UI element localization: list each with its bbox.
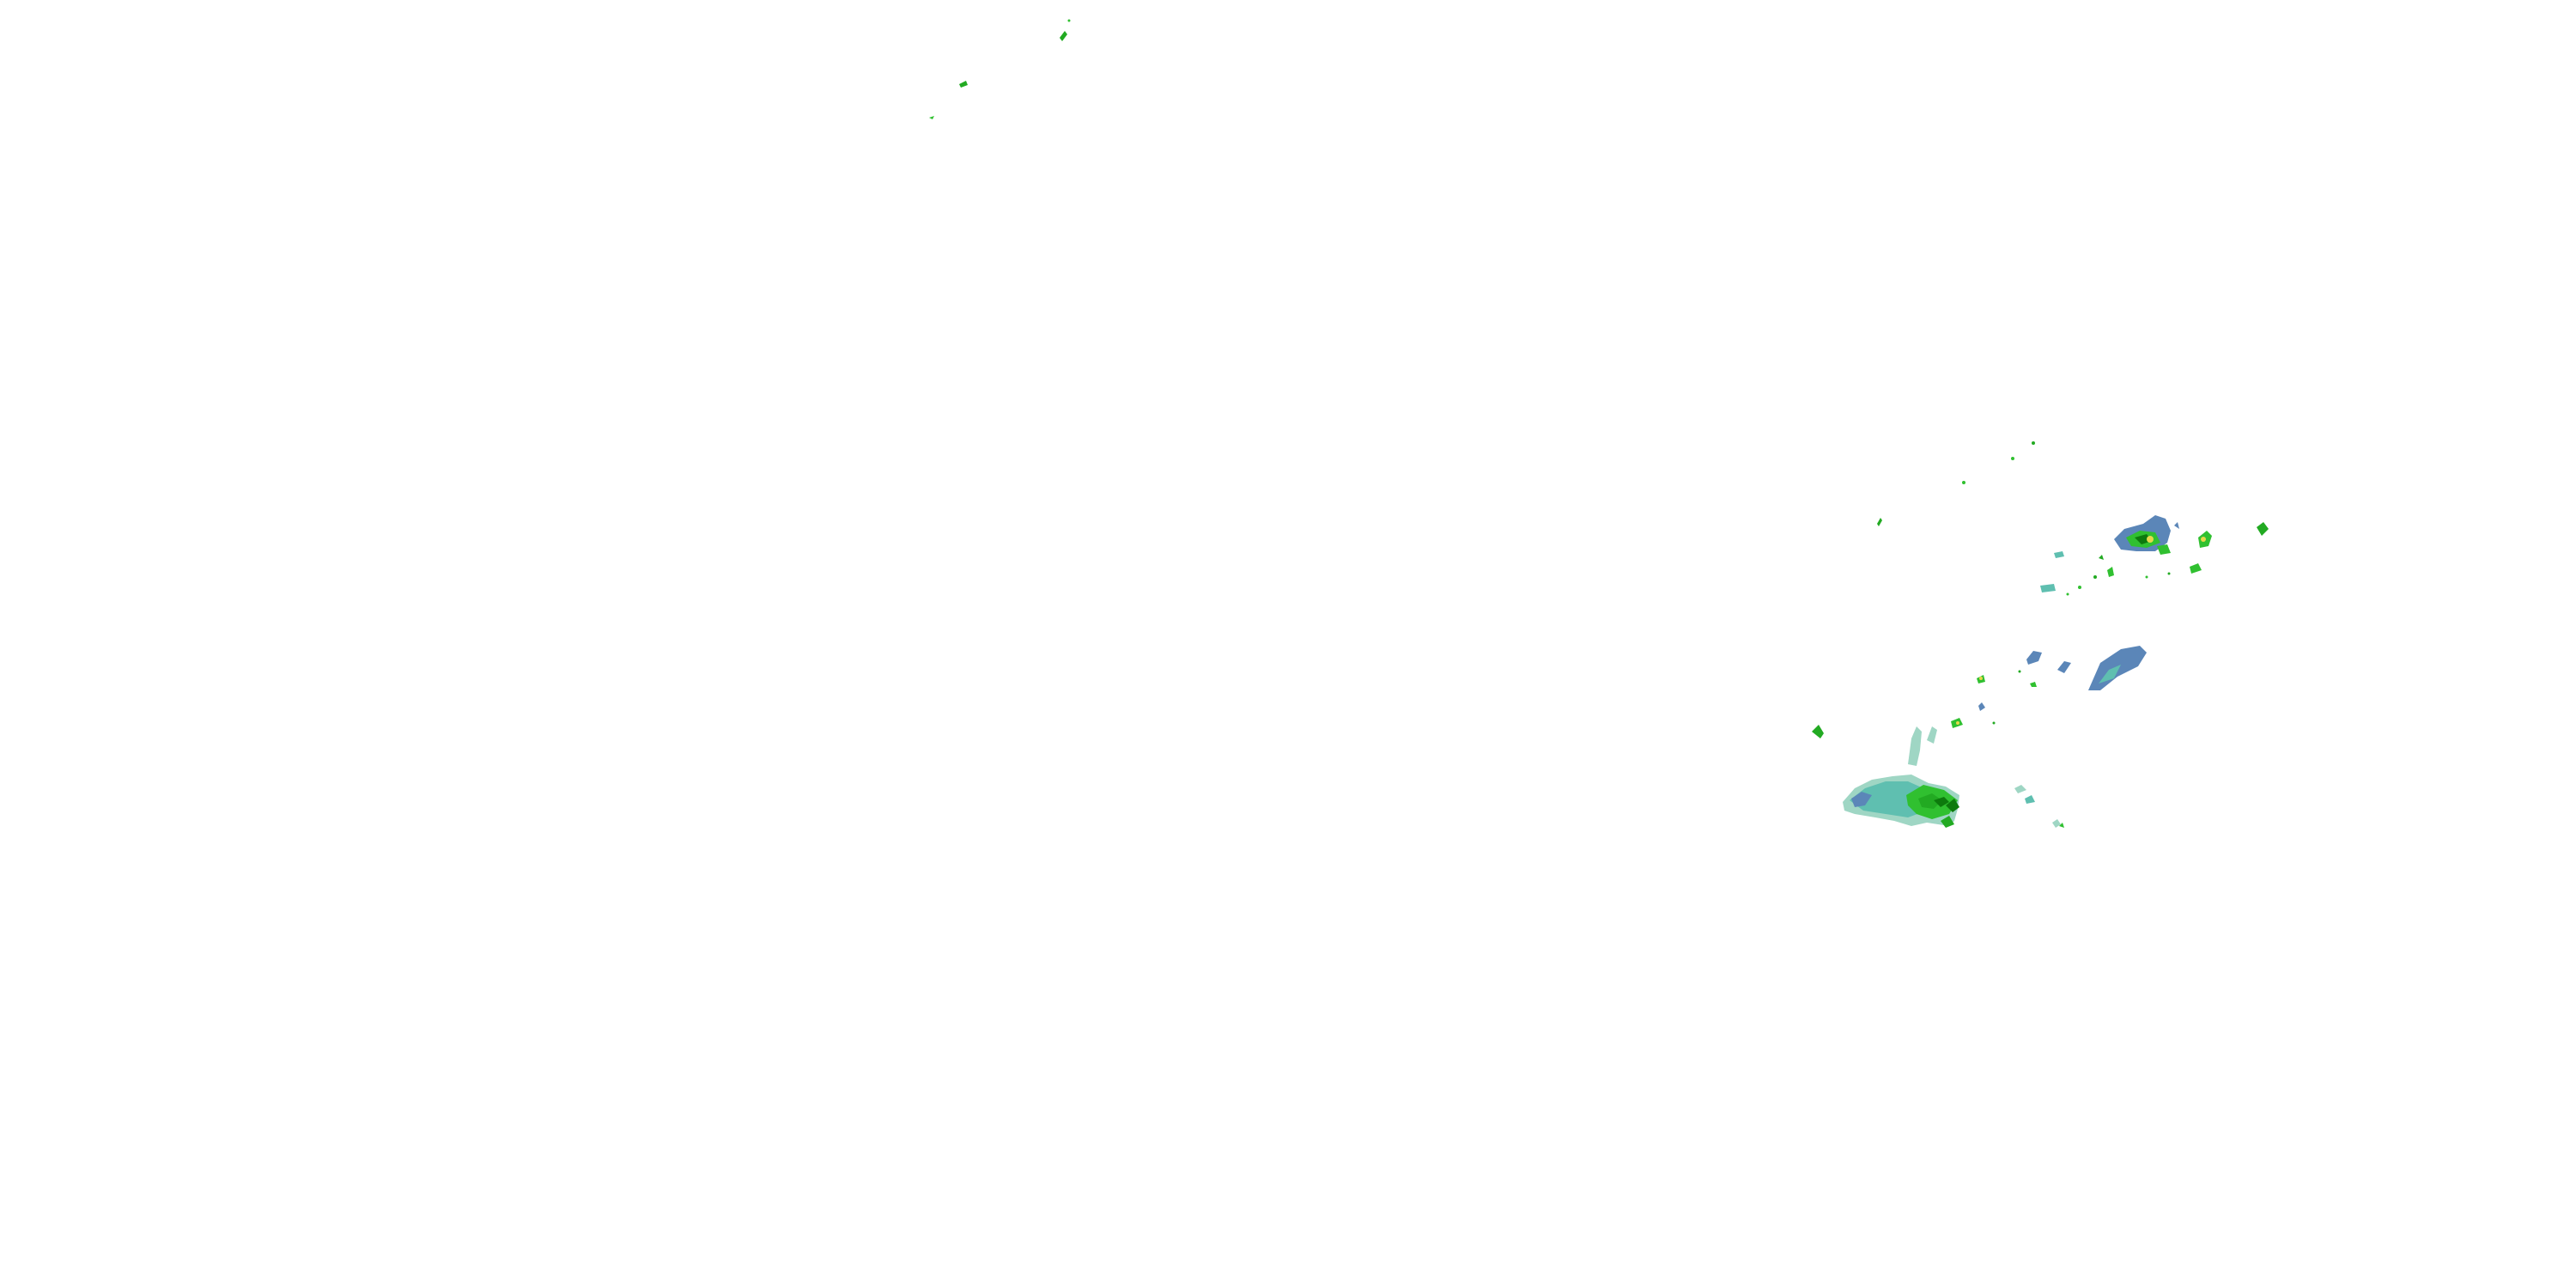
radar-echo: [959, 81, 968, 88]
radar-echo: [2011, 457, 2014, 460]
radar-echo: [1978, 702, 1985, 711]
radar-echo: [1946, 799, 1959, 812]
radar-echo: [929, 116, 934, 119]
radar-echo: [2135, 534, 2152, 544]
radar-echo: [2059, 823, 2064, 828]
radar-echo: [1941, 816, 1954, 828]
echo-cluster-east: [1951, 646, 2147, 728]
radar-echo: [2174, 522, 2179, 529]
radar-echo: [2057, 661, 2071, 673]
radar-echo: [2032, 441, 2035, 445]
radar-echo: [1956, 721, 1959, 725]
radar-echo: [2054, 551, 2064, 558]
radar-echo: [1927, 726, 1937, 744]
radar-echo: [1067, 19, 1071, 22]
echo-cluster-northwest: [929, 19, 1071, 119]
radar-echo: [1060, 31, 1067, 41]
radar-echo: [2093, 575, 2097, 579]
radar-echo: [2052, 819, 2061, 828]
radar-echo: [2190, 563, 2202, 574]
radar-echo: [2107, 567, 2114, 577]
radar-echo: [2099, 665, 2121, 683]
radar-echo: [2025, 795, 2035, 804]
radar-echo: [2201, 537, 2206, 542]
radar-echo: [1992, 721, 1996, 725]
radar-echo: [2066, 592, 2069, 596]
radar-echo: [2026, 651, 2042, 665]
radar-echo: [1962, 481, 1965, 484]
radar-echo: [1812, 725, 1824, 738]
radar-echo: [2099, 555, 2104, 560]
radar-echo: [2018, 670, 2021, 673]
radar-echo: [2145, 575, 2148, 579]
radar-echo: [2157, 544, 2171, 555]
radar-echo: [2147, 536, 2154, 543]
radar-echo: [1918, 793, 1942, 809]
radar-echo: [2014, 785, 2026, 793]
radar-echo: [1851, 792, 1872, 807]
radar-echo: [2167, 572, 2171, 575]
radar-echo: [2257, 522, 2269, 536]
radar-echo: [2040, 584, 2056, 592]
radar-echo: [1979, 677, 1983, 680]
echo-cluster-north: [1877, 441, 2035, 526]
radar-echo: [2030, 682, 2037, 687]
radar-echo: [1934, 797, 1949, 807]
radar-echo: [1908, 726, 1922, 766]
radar-echo: [2078, 586, 2081, 589]
radar-echo: [1877, 518, 1882, 526]
echo-cluster-southeast: [1812, 725, 2064, 828]
echo-cluster-northeast: [2040, 515, 2269, 596]
